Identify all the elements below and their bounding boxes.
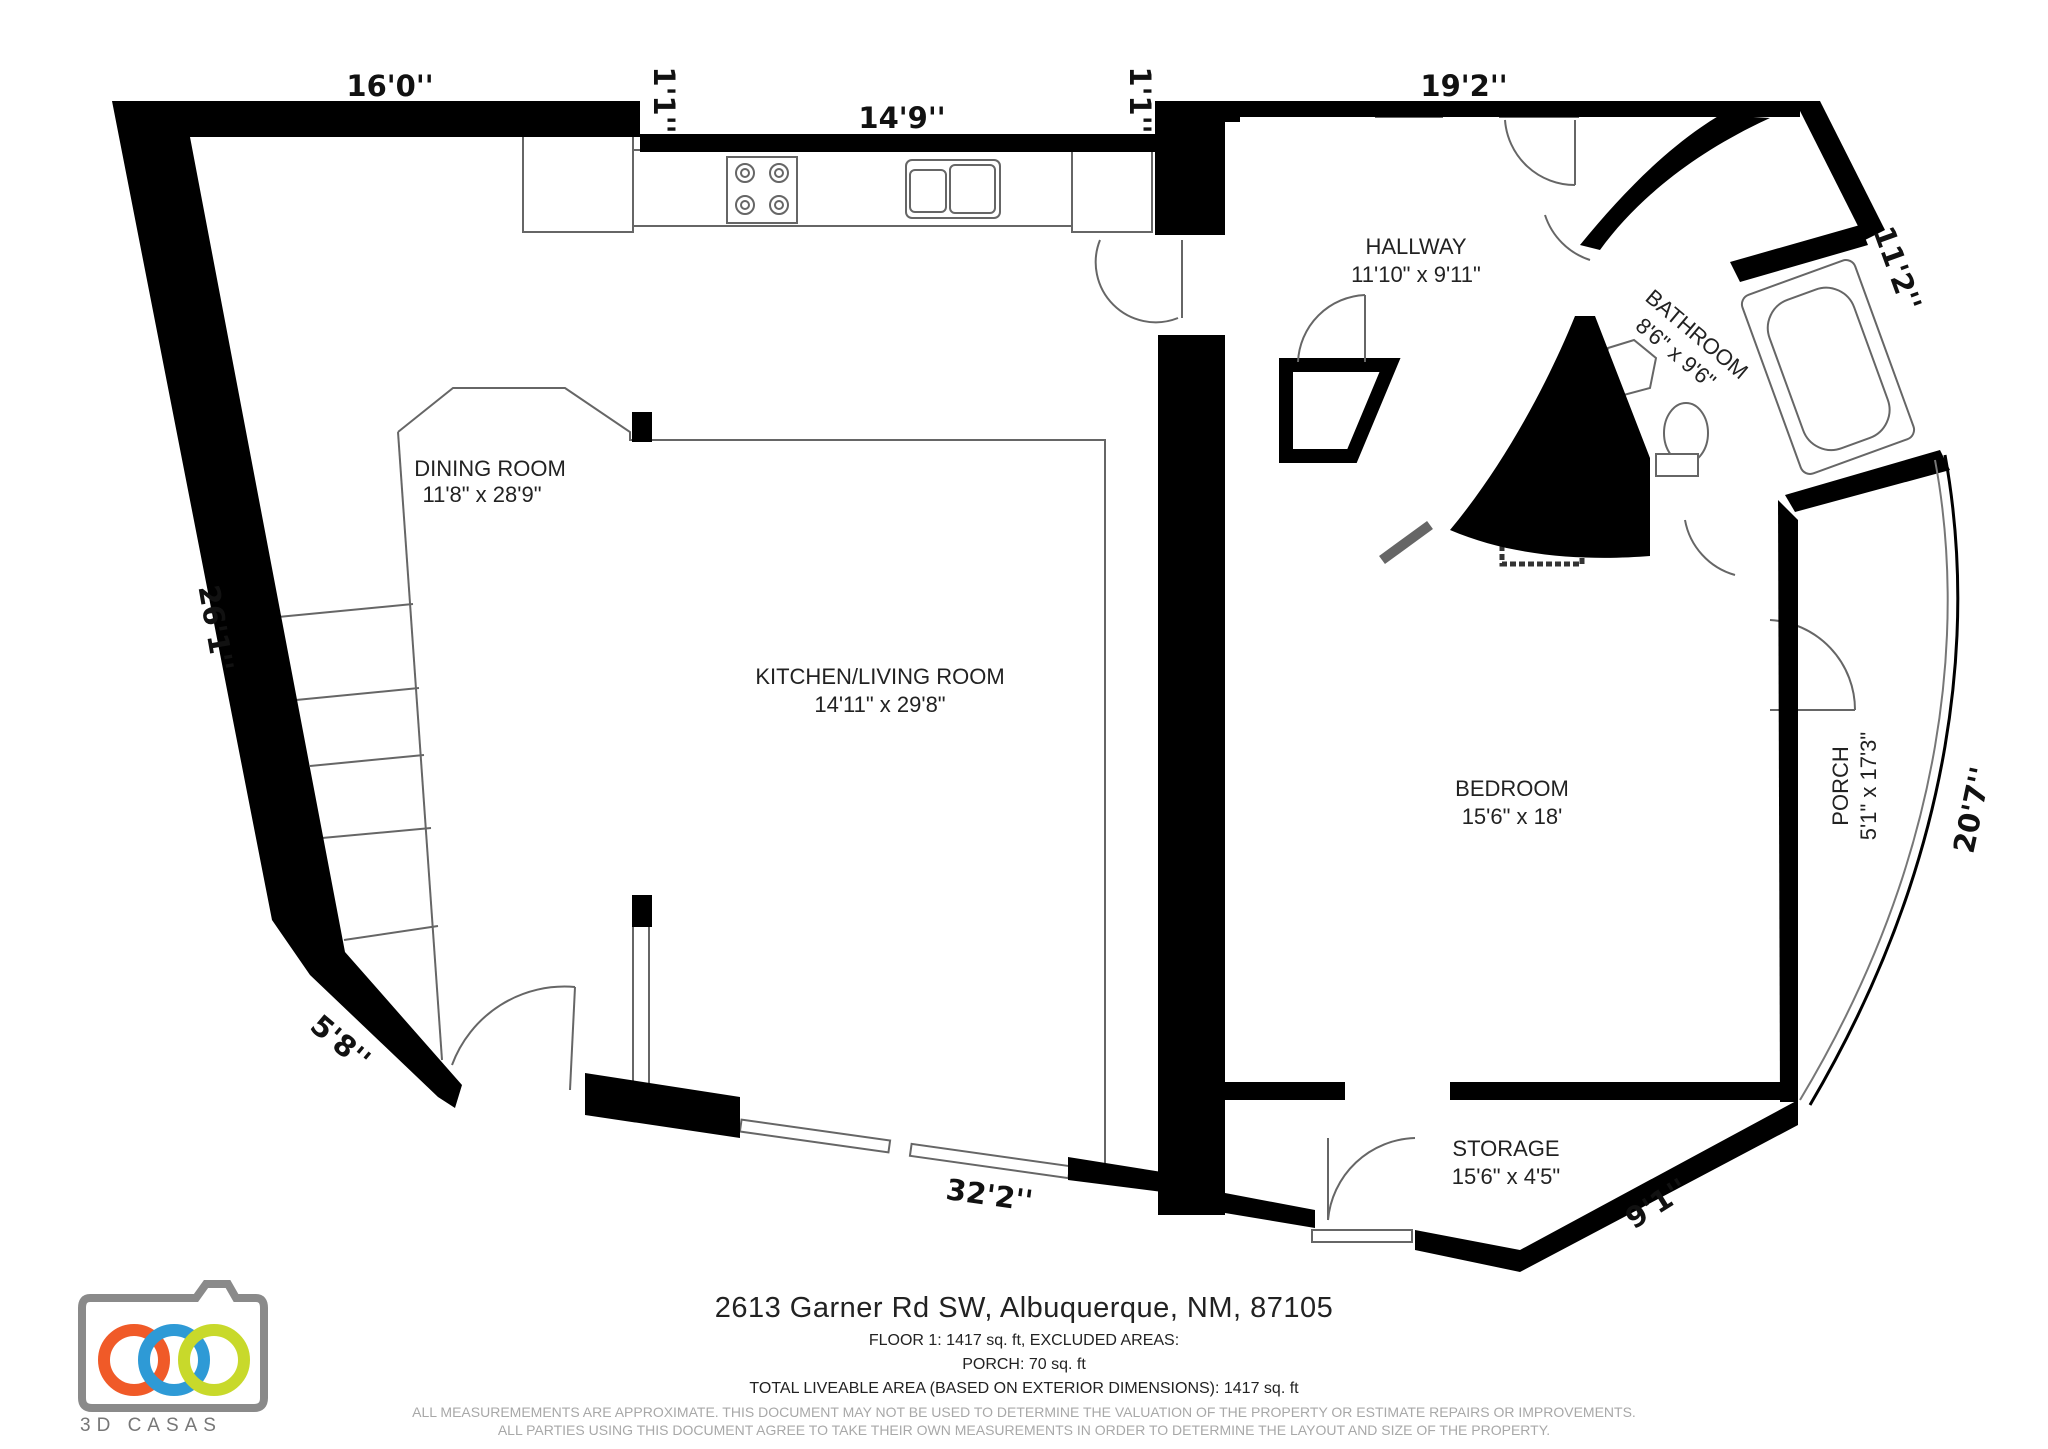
dim-bottom: 32'2''	[944, 1172, 1035, 1218]
walls	[112, 101, 1960, 1272]
label-kitchen-living: KITCHEN/LIVING ROOM	[755, 664, 1004, 689]
porch-curve	[1808, 454, 1960, 1106]
size-kitchen-living: 14'11" x 29'8"	[814, 692, 945, 717]
wall-top-right	[1225, 101, 1800, 117]
door-kitchen-hall	[1094, 239, 1179, 324]
wall-left-top	[112, 101, 640, 1108]
size-dining-room: 11'8" x 28'9"	[422, 482, 541, 507]
dim-step-left: 1'1''	[647, 67, 681, 134]
wall-top-kitchen	[640, 134, 1160, 152]
sink-icon	[905, 159, 1001, 219]
porch-area: PORCH: 70 sq. ft	[962, 1356, 1086, 1373]
kitchen-counter	[632, 149, 1074, 227]
door-closet	[1297, 294, 1366, 363]
refrigerator	[522, 119, 634, 233]
wall-bathroom-curve	[1580, 115, 1770, 250]
dim-top-right: 19'2''	[1420, 69, 1507, 103]
dim-porch-outer: 20'7''	[1947, 764, 1998, 856]
label-dining-room: DINING ROOM	[414, 456, 566, 481]
ring-orange	[98, 1324, 170, 1396]
door-front	[451, 985, 576, 1066]
size-storage: 15'6" x 4'5"	[1452, 1164, 1560, 1189]
fixtures	[277, 104, 1916, 1243]
disclaimer-line-1: ALL MEASUREMEMENTS ARE APPROXIMATE. THIS…	[412, 1404, 1636, 1420]
size-bedroom: 15'6" x 18'	[1462, 804, 1563, 829]
wall-right-outer	[1795, 101, 1885, 240]
label-hallway: HALLWAY	[1365, 234, 1466, 259]
disclaimer-line-2: ALL PARTIES USING THIS DOCUMENT AGREE TO…	[497, 1422, 1551, 1438]
door-storage	[1327, 1137, 1416, 1221]
wall-bottom	[585, 1073, 740, 1138]
dim-step-right: 1'1''	[1123, 67, 1157, 134]
total-area: TOTAL LIVEABLE AREA (BASED ON EXTERIOR D…	[749, 1380, 1299, 1397]
label-porch: PORCH	[1828, 746, 1853, 825]
bathtub-icon	[1740, 259, 1916, 475]
door-bath-lower	[1684, 519, 1736, 576]
room-labels: DINING ROOM 11'8" x 28'9" KITCHEN/LIVING…	[414, 234, 1881, 1189]
door-hall-top	[1504, 119, 1576, 187]
brand-name: 3D CASAS	[80, 1415, 222, 1436]
dimension-labels: 16'0'' 1'1'' 14'9'' 1'1'' 19'2'' 11'2'' …	[192, 67, 1998, 1236]
wall-middle	[1155, 101, 1240, 235]
floor-area: FLOOR 1: 1417 sq. ft, EXCLUDED AREAS:	[868, 1332, 1180, 1349]
3d-casas-logo	[78, 1280, 268, 1412]
dim-bath-outer: 11'2''	[1867, 222, 1929, 316]
property-address: 2613 Garner Rd SW, Albuquerque, NM, 8710…	[714, 1292, 1334, 1324]
dim-top-left: 16'0''	[346, 69, 433, 103]
size-porch: 5'1" x 17'3"	[1856, 732, 1881, 840]
label-bedroom: BEDROOM	[1455, 776, 1569, 801]
counter-right	[1071, 149, 1153, 233]
ring-green	[178, 1324, 250, 1396]
ring-blue	[138, 1324, 210, 1396]
camera-icon	[78, 1280, 268, 1412]
door-bath	[1544, 214, 1591, 261]
label-storage: STORAGE	[1452, 1136, 1559, 1161]
size-hallway: 11'10" x 9'11"	[1351, 262, 1481, 287]
dim-top-kitchen: 14'9''	[858, 101, 945, 135]
dining-room-outline	[397, 387, 1106, 1163]
wall-fireplace	[1450, 316, 1650, 558]
